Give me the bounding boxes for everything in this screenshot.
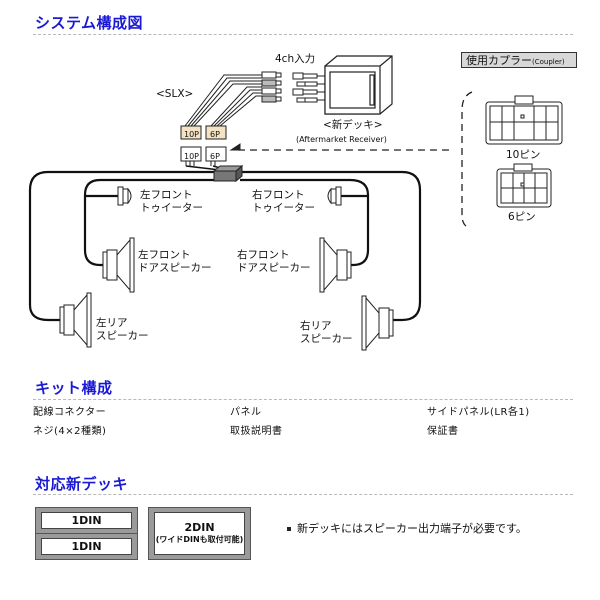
- tweeter-left-icon: [117, 186, 132, 206]
- label-right-rear: 右リア スピーカー: [300, 320, 353, 346]
- label-line: ドアスピーカー: [237, 262, 311, 274]
- bullet-icon: [287, 527, 291, 531]
- section-title-system: システム構成図: [35, 14, 144, 32]
- coupler-title: 使用カプラー(Coupler): [461, 52, 577, 68]
- section-title-kit: キット構成: [35, 379, 113, 397]
- coupler-pointer: [229, 143, 452, 151]
- wiring-loops: [28, 170, 422, 322]
- label-right-front-door: 右フロント ドアスピーカー: [237, 249, 311, 275]
- connector-top-6p: 6P: [210, 130, 220, 139]
- din-1-bottom-label: 1DIN: [71, 539, 102, 553]
- label-line: 右リア: [300, 320, 332, 332]
- section-divider: [33, 34, 573, 35]
- coupler-title-sub: (Coupler): [532, 58, 565, 66]
- speaker-right-door-icon: [319, 237, 352, 293]
- din-2: 2DIN (ワイドDINも取付可能): [148, 507, 251, 560]
- input-label: 4ch入力: [275, 53, 316, 65]
- label-line: 右フロント: [252, 189, 305, 201]
- rca-plugs-receiver: [292, 72, 325, 103]
- section-title-deck: 対応新デッキ: [35, 475, 129, 493]
- system-diagram: [28, 55, 563, 351]
- din-2-sublabel: (ワイドDINも取付可能): [155, 534, 244, 544]
- section-divider: [33, 494, 573, 495]
- kit-item: 保証書: [427, 426, 459, 437]
- label-line: スピーカー: [300, 333, 353, 345]
- speaker-left-door-icon: [102, 237, 135, 293]
- din-1-bottom: 1DIN: [35, 533, 138, 560]
- kit-item: ネジ(4×2種類): [33, 426, 107, 437]
- receiver-sublabel: (Aftermarket Receiver): [296, 135, 387, 144]
- label-line: 左リア: [96, 317, 128, 329]
- connector-top-10p: 10P: [184, 130, 200, 139]
- coupler-10pin-label: 10ピン: [506, 149, 541, 161]
- rca-plugs-harness: [261, 71, 282, 103]
- coupler-6pin-label: 6ピン: [508, 211, 536, 223]
- kit-item: パネル: [230, 407, 262, 418]
- receiver-icon: [324, 55, 393, 115]
- coupler-bracket: [461, 91, 473, 229]
- label-line: 左フロント: [140, 189, 193, 201]
- din-1-bottom-face: 1DIN: [41, 538, 132, 555]
- label-line: 右フロント: [237, 249, 290, 261]
- receiver-label: <新デッキ>: [323, 119, 383, 131]
- label-line: 左フロント: [138, 249, 191, 261]
- speaker-right-rear-icon: [361, 295, 394, 351]
- coupler-6pin-icon: [496, 163, 552, 208]
- label-line: トゥイーター: [140, 202, 203, 214]
- connector-bottom: [180, 146, 227, 166]
- harness-wires: [184, 74, 262, 127]
- kit-item: サイドパネル(LR各1): [427, 407, 530, 418]
- connector-top: [180, 125, 227, 140]
- label-line: スピーカー: [96, 330, 149, 342]
- label-left-front-door: 左フロント ドアスピーカー: [138, 249, 212, 275]
- connector-bottom-10p: 10P: [184, 152, 200, 161]
- deck-note-text: 新デッキにはスピーカー出力端子が必要です。: [297, 522, 527, 535]
- din-2-label: 2DIN: [184, 520, 215, 534]
- coupler-10pin-icon: [485, 95, 563, 145]
- tweeter-right-icon: [327, 186, 342, 206]
- speaker-left-rear-icon: [59, 292, 92, 348]
- connector-bottom-6p: 6P: [210, 152, 220, 161]
- label-left-front-tweeter: 左フロント トゥイーター: [140, 189, 203, 215]
- deck-note: 新デッキにはスピーカー出力端子が必要です。: [287, 520, 527, 536]
- din-2-face: 2DIN (ワイドDINも取付可能): [154, 512, 245, 555]
- distribution-box: [212, 164, 244, 183]
- harness-label: <SLX>: [156, 88, 194, 100]
- kit-item: 取扱説明書: [230, 426, 283, 437]
- section-divider: [33, 399, 573, 400]
- coupler-title-text: 使用カプラー: [466, 54, 532, 67]
- din-1-top-label: 1DIN: [71, 513, 102, 527]
- label-right-front-tweeter: 右フロント トゥイーター: [252, 189, 315, 215]
- din-1-top: 1DIN: [35, 507, 138, 534]
- label-line: トゥイーター: [252, 202, 315, 214]
- kit-item: 配線コネクター: [33, 407, 107, 418]
- label-line: ドアスピーカー: [138, 262, 212, 274]
- label-left-rear: 左リア スピーカー: [96, 317, 149, 343]
- din-1-top-face: 1DIN: [41, 512, 132, 529]
